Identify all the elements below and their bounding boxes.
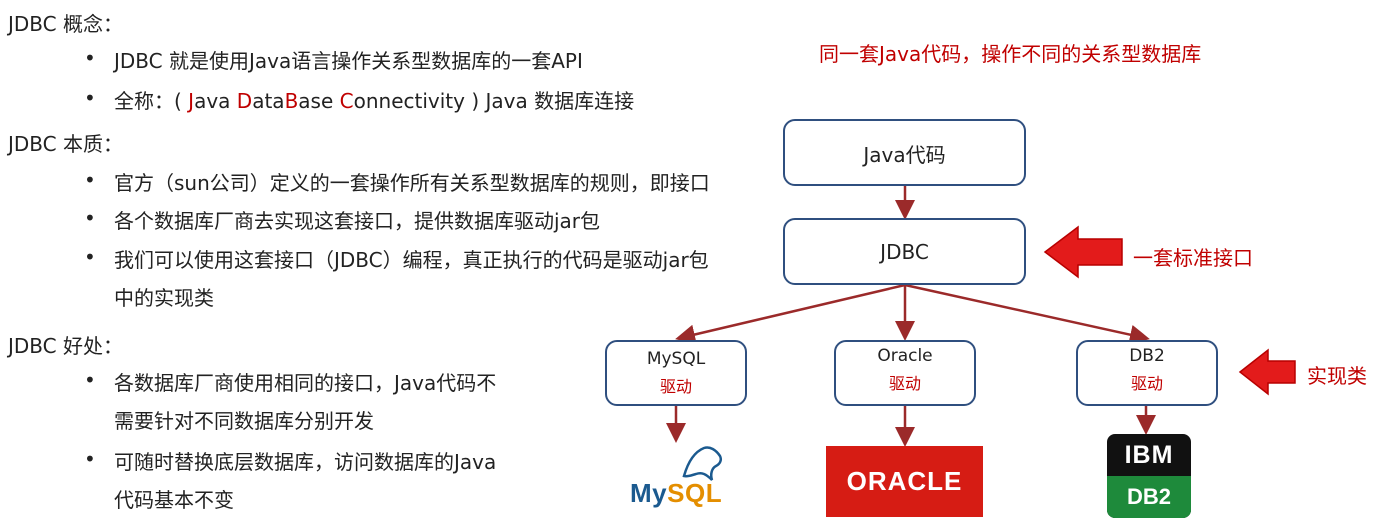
benefit-item-1-cont: 需要针对不同数据库分别开发	[114, 409, 374, 433]
db2-driver-sub: 驱动	[1130, 374, 1163, 393]
essence-item-3-text: 我们可以使用这套接口（JDBC）编程，真正执行的代码是驱动jar包	[114, 248, 709, 272]
db2-driver-name: DB2	[1129, 346, 1165, 366]
db2-driver-box: DB2 驱动	[1076, 340, 1218, 406]
impl-pointer-arrow	[1238, 348, 1296, 396]
jdbc-to-mysql-line	[675, 283, 906, 345]
mysql-driver-box: MySQL 驱动	[605, 340, 747, 406]
essence-item-2-text: 各个数据库厂商去实现这套接口，提供数据库驱动jar包	[114, 209, 601, 233]
impl-note: 实现类	[1307, 364, 1367, 388]
mysql-driver-sub: 驱动	[659, 377, 692, 396]
concept-item-2-text: 全称：( Java DataBase Connectivity ) Java 数…	[114, 89, 635, 113]
essence-item-3-cont: 中的实现类	[114, 286, 214, 310]
bullet-icon: •	[84, 206, 96, 230]
bullet-icon: •	[84, 245, 96, 269]
bullet-icon: •	[84, 46, 96, 70]
mysql-logo: MySQL	[630, 478, 723, 508]
mysql-dolphin-icon	[682, 446, 723, 481]
jdbc-label: JDBC	[880, 240, 929, 264]
bullet-icon: •	[84, 168, 96, 192]
oracle-logo: ORACLE	[826, 446, 983, 517]
bullet-icon: •	[84, 447, 96, 471]
ibm-db2-logo: IBM DB2	[1107, 434, 1191, 518]
mysql-driver-name: MySQL	[646, 349, 706, 369]
jdbc-to-db2-line	[904, 283, 1150, 345]
concept-item-1-text: JDBC 就是使用Java语言操作关系型数据库的一套API	[114, 49, 583, 73]
jdbc-box: JDBC	[783, 218, 1026, 285]
diagram-title: 同一套Java代码，操作不同的关系型数据库	[819, 42, 1202, 66]
oracle-driver-name: Oracle	[877, 346, 933, 366]
benefit-item-1-text: 各数据库厂商使用相同的接口，Java代码不	[114, 371, 497, 395]
essence-heading: JDBC 本质：	[8, 132, 123, 156]
oracle-driver-sub: 驱动	[888, 374, 921, 393]
bullet-icon: •	[84, 368, 96, 392]
benefit-item-2-cont: 代码基本不变	[114, 488, 234, 512]
java-code-box: Java代码	[783, 119, 1026, 186]
oracle-driver-box: Oracle 驱动	[834, 340, 976, 406]
java-code-label: Java代码	[863, 143, 946, 167]
bullet-icon: •	[84, 86, 96, 110]
jdbc-pointer-arrow	[1043, 225, 1123, 279]
db2-logo-text: DB2	[1107, 476, 1191, 518]
jdbc-note: 一套标准接口	[1133, 246, 1253, 270]
benefit-heading: JDBC 好处：	[8, 334, 123, 358]
essence-item-1-text: 官方（sun公司）定义的一套操作所有关系型数据库的规则，即接口	[114, 171, 710, 195]
concept-heading: JDBC 概念：	[8, 12, 123, 36]
benefit-item-2-text: 可随时替换底层数据库，访问数据库的Java	[114, 450, 497, 474]
ibm-logo-text: IBM	[1124, 441, 1174, 469]
